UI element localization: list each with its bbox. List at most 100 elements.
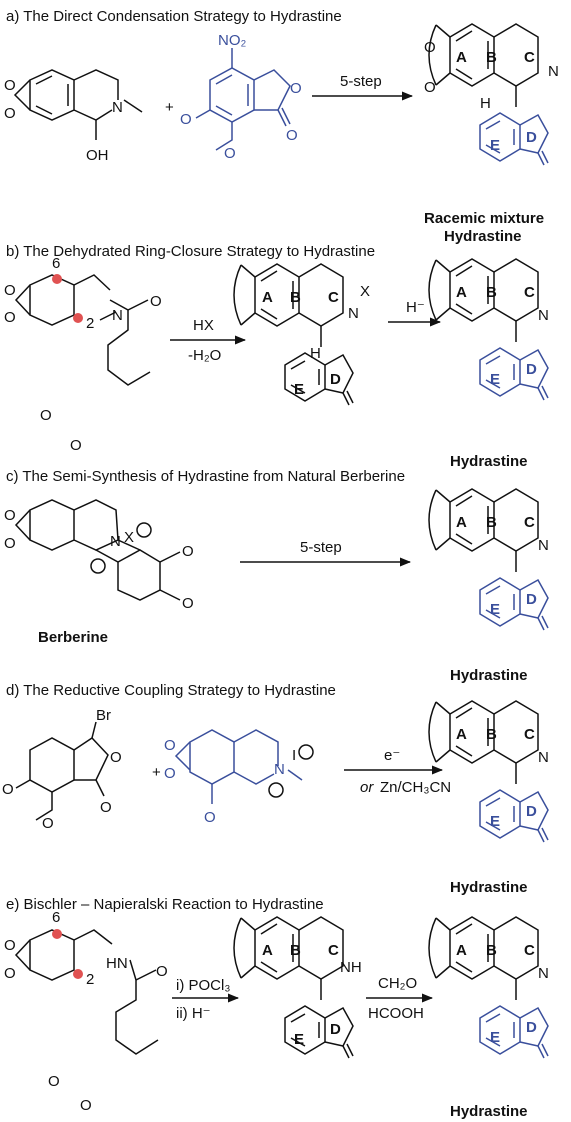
ring-label-b: B bbox=[486, 514, 497, 531]
atom-o: O bbox=[182, 543, 194, 560]
plus-sign: + bbox=[152, 764, 161, 781]
product-c bbox=[421, 488, 549, 631]
atom-n: N bbox=[538, 965, 549, 982]
product-a bbox=[421, 23, 549, 166]
atom-o: O bbox=[4, 535, 16, 552]
ring-label-d: D bbox=[526, 1019, 537, 1036]
atom-n: N bbox=[274, 761, 285, 778]
ring-label-b: B bbox=[290, 289, 301, 306]
atom-n: N bbox=[348, 305, 359, 322]
arrow-label-c: 5-step bbox=[300, 539, 342, 556]
atom-n: N bbox=[112, 99, 123, 116]
section-title-a: a) The Direct Condensation Strategy to H… bbox=[6, 8, 342, 25]
position-label-6: 6 bbox=[52, 255, 60, 272]
negative-charge bbox=[136, 522, 152, 538]
atom-hn: HN bbox=[106, 955, 128, 972]
section-title-c: c) The Semi-Synthesis of Hydrastine from… bbox=[6, 468, 406, 485]
ring-label-c: C bbox=[524, 49, 535, 66]
ring-label-d: D bbox=[526, 129, 537, 146]
atom-o: O bbox=[224, 145, 236, 162]
atom-o: O bbox=[424, 79, 436, 96]
product-d bbox=[421, 700, 549, 843]
reactant-label-berberine: Berberine bbox=[38, 629, 108, 646]
atom-o: O bbox=[286, 127, 298, 144]
ring-label-a: A bbox=[456, 942, 467, 959]
intermediate-b-iminium bbox=[226, 263, 354, 406]
ring-label-d: D bbox=[526, 361, 537, 378]
arrow-label-e2-bottom: HCOOH bbox=[368, 1005, 424, 1022]
atom-o: O bbox=[100, 799, 112, 816]
product-label-b: Hydrastine bbox=[450, 453, 528, 470]
atom-h: H bbox=[480, 95, 491, 112]
product-label-c: Hydrastine bbox=[450, 667, 528, 684]
ring-label-e: E bbox=[490, 1029, 500, 1046]
position-marker-6 bbox=[52, 929, 62, 939]
atom-o: O bbox=[80, 1097, 92, 1114]
atom-o: O bbox=[164, 737, 176, 754]
section-title-d: d) The Reductive Coupling Strategy to Hy… bbox=[6, 682, 336, 699]
reactant-bromophthalide bbox=[15, 721, 109, 821]
reactant-e-amide bbox=[14, 929, 159, 1055]
arrow-label-e2-top: CH₂O bbox=[378, 975, 417, 992]
product-label-a2: Hydrastine bbox=[444, 228, 522, 245]
ring-label-d: D bbox=[526, 591, 537, 608]
atom-h: H bbox=[310, 345, 321, 362]
atom-n: N bbox=[538, 749, 549, 766]
ring-label-c: C bbox=[524, 942, 535, 959]
ring-label-a: A bbox=[456, 284, 467, 301]
atom-o: O bbox=[110, 749, 122, 766]
ring-label-e: E bbox=[294, 1031, 304, 1048]
ring-label-a: A bbox=[456, 514, 467, 531]
atom-o: O bbox=[4, 507, 16, 524]
reactant-a1 bbox=[13, 69, 143, 140]
atom-o: O bbox=[204, 809, 216, 826]
section-title-b: b) The Dehydrated Ring-Closure Strategy … bbox=[6, 243, 376, 260]
atom-o: O bbox=[150, 293, 162, 310]
atom-n: N bbox=[548, 63, 559, 80]
atom-o: O bbox=[4, 937, 16, 954]
arrow-label-e1-top: i) POCl₃ bbox=[176, 977, 230, 994]
plus-sign: + bbox=[165, 99, 174, 116]
position-label-2: 2 bbox=[86, 315, 94, 332]
atom-x: X bbox=[124, 529, 134, 546]
ring-label-a: A bbox=[262, 289, 273, 306]
reactant-b-amide bbox=[14, 274, 151, 386]
ring-label-e: E bbox=[490, 137, 500, 154]
atom-o: O bbox=[4, 282, 16, 299]
atom-o: O bbox=[48, 1073, 60, 1090]
atom-o: O bbox=[156, 963, 168, 980]
ring-label-b: B bbox=[486, 49, 497, 66]
ring-label-e: E bbox=[490, 813, 500, 830]
atom-o: O bbox=[424, 39, 436, 56]
atom-o: O bbox=[70, 437, 82, 454]
atom-n: N bbox=[112, 307, 123, 324]
position-label-6: 6 bbox=[52, 909, 60, 926]
ring-label-e: E bbox=[490, 371, 500, 388]
ring-label-c: C bbox=[328, 289, 339, 306]
position-marker-2 bbox=[73, 969, 83, 979]
atom-i: I bbox=[292, 747, 296, 764]
atom-o: O bbox=[290, 80, 302, 97]
atom-x: X bbox=[360, 283, 370, 300]
ring-label-a: A bbox=[456, 726, 467, 743]
atom-o: O bbox=[164, 765, 176, 782]
atom-o: O bbox=[4, 309, 16, 326]
atom-br: Br bbox=[96, 707, 111, 724]
arrow-label-b2: H⁻ bbox=[406, 299, 425, 316]
product-e bbox=[421, 916, 549, 1059]
ring-label-d: D bbox=[526, 803, 537, 820]
positive-charge bbox=[90, 558, 106, 574]
atom-n: N bbox=[110, 533, 121, 550]
atom-o: O bbox=[4, 77, 16, 94]
arrow-label-b1-bottom: -H₂O bbox=[188, 347, 221, 364]
product-b bbox=[421, 258, 549, 401]
reactant-iminium bbox=[174, 729, 303, 804]
position-marker-6 bbox=[52, 274, 62, 284]
atom-o: O bbox=[4, 105, 16, 122]
positive-charge bbox=[268, 782, 284, 798]
section-title-e: e) Bischler – Napieralski Reaction to Hy… bbox=[6, 896, 324, 913]
atom-o: O bbox=[4, 965, 16, 982]
atom-oh: OH bbox=[86, 147, 109, 164]
atom-no2: NO₂ bbox=[218, 32, 247, 49]
